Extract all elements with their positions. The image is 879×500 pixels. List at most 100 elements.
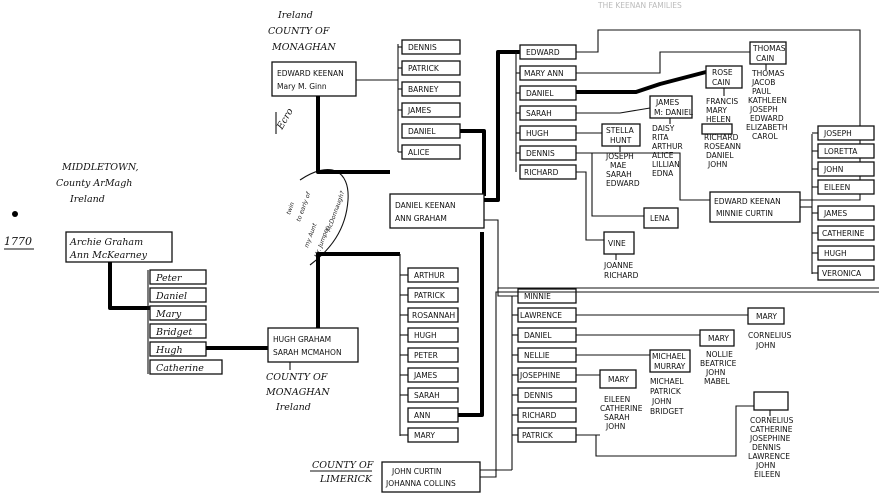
dk-children-top-list: EDWARD MARY ANN DANIEL SARAH HUGH DENNIS… bbox=[519, 44, 577, 180]
svg-text:Bridget: Bridget bbox=[155, 327, 192, 338]
svg-text:DAISY: DAISY bbox=[652, 124, 675, 133]
couple-archie-ann: Archie Graham Ann McKearney bbox=[65, 231, 173, 263]
svg-text:Ireland: Ireland bbox=[275, 402, 311, 413]
svg-text:PAUL: PAUL bbox=[752, 87, 772, 96]
svg-text:twin: twin bbox=[285, 201, 296, 216]
svg-text:JOSEPH: JOSEPH bbox=[823, 129, 852, 138]
svg-text:MARY: MARY bbox=[414, 431, 435, 440]
svg-text:LORETTA: LORETTA bbox=[824, 147, 858, 156]
svg-text:JOHN: JOHN bbox=[651, 397, 671, 406]
svg-text:HUGH: HUGH bbox=[414, 331, 437, 340]
svg-text:CORNELIUS: CORNELIUS bbox=[748, 331, 792, 340]
svg-text:MINNIE CURTIN: MINNIE CURTIN bbox=[716, 209, 773, 218]
couple-james-mcdaniel: JAMES M: DANIEL bbox=[649, 95, 694, 119]
svg-text:JAMES: JAMES bbox=[413, 371, 437, 380]
svg-text:EDWARD: EDWARD bbox=[526, 48, 560, 57]
svg-text:Catherine: Catherine bbox=[156, 363, 204, 374]
archie-children-list: Peter Daniel Mary Bridget Hugh Catherine bbox=[149, 269, 223, 375]
dk-children-top-line bbox=[484, 50, 520, 202]
svg-text:DANIEL KEENAN: DANIEL KEENAN bbox=[395, 201, 456, 210]
svg-text:SARAH: SARAH bbox=[414, 391, 440, 400]
svg-text:MICHAEL: MICHAEL bbox=[650, 377, 684, 386]
svg-text:CATHERINE: CATHERINE bbox=[822, 229, 865, 238]
michael-murray-children: MICHAEL PATRICK JOHN BRIDGET bbox=[650, 377, 684, 416]
svg-text:COUNTY OF: COUNTY OF bbox=[312, 460, 374, 471]
svg-text:EDWARD KEENAN: EDWARD KEENAN bbox=[277, 69, 344, 78]
svg-text:JOSEPH: JOSEPH bbox=[749, 105, 778, 114]
svg-text:CORNELIUS: CORNELIUS bbox=[750, 416, 794, 425]
couple-thomas-cain: THOMAS CAIN bbox=[749, 41, 787, 65]
svg-text:ROSEANN: ROSEANN bbox=[704, 142, 741, 151]
hugh-children-list: ARTHUR PATRICK ROSANNAH HUGH PETER JAMES… bbox=[407, 267, 459, 443]
svg-text:EILEEN: EILEEN bbox=[754, 470, 780, 479]
svg-text:NOLLIE: NOLLIE bbox=[706, 350, 733, 359]
svg-text:ALICE: ALICE bbox=[652, 151, 674, 160]
svg-text:HUNT: HUNT bbox=[610, 136, 632, 145]
james-children: DAISY RITA ARTHUR ALICE LILLIAN EDNA bbox=[652, 124, 683, 178]
hugh-children-line bbox=[316, 252, 400, 328]
svg-text:LENA: LENA bbox=[650, 214, 671, 223]
svg-text:PATRICK: PATRICK bbox=[522, 431, 554, 440]
svg-text:Mary M. Ginn: Mary M. Ginn bbox=[277, 82, 327, 91]
mary-b-children: NOLLIE BEATRICE JOHN MABEL bbox=[700, 350, 737, 386]
box-stella-hunt: STELLA HUNT bbox=[601, 123, 641, 147]
svg-text:JOHANNA COLLINS: JOHANNA COLLINS bbox=[385, 479, 456, 488]
svg-text:HUGH: HUGH bbox=[526, 129, 549, 138]
svg-text:ANN GRAHAM: ANN GRAHAM bbox=[395, 214, 447, 223]
svg-text:JAMES: JAMES bbox=[407, 106, 431, 115]
couple-hugh-sarah: HUGH GRAHAM SARAH MCMAHON bbox=[267, 327, 359, 363]
ann-to-marriage bbox=[458, 232, 484, 417]
svg-text:SARAH: SARAH bbox=[604, 413, 630, 422]
svg-text:DENNIS: DENNIS bbox=[524, 391, 553, 400]
svg-text:MONAGHAN: MONAGHAN bbox=[271, 42, 336, 53]
svg-text:LAWRENCE: LAWRENCE bbox=[520, 311, 562, 320]
stella-children: JOSEPH MAE SARAH EDWARD bbox=[605, 152, 640, 188]
couple-daniel-keenan-ann-graham: DANIEL KEENAN ANN GRAHAM bbox=[389, 193, 485, 229]
svg-text:JOHN: JOHN bbox=[823, 165, 843, 174]
svg-text:ANN: ANN bbox=[414, 411, 430, 420]
box-lena: LENA bbox=[643, 207, 679, 229]
svg-text:MARY: MARY bbox=[756, 312, 777, 321]
svg-text:KATHLEEN: KATHLEEN bbox=[748, 96, 787, 105]
svg-text:LIMERICK: LIMERICK bbox=[319, 474, 373, 485]
svg-text:THOMAS: THOMAS bbox=[751, 69, 785, 78]
mary-c-children: EILEEN CATHERINE SARAH JOHN bbox=[600, 395, 643, 431]
svg-text:CAROL: CAROL bbox=[752, 132, 778, 141]
edward-minnie-children-list: JOSEPH LORETTA JOHN EILEEN JAMES CATHERI… bbox=[817, 125, 875, 281]
svg-text:DENNIS: DENNIS bbox=[526, 149, 555, 158]
svg-text:Peter: Peter bbox=[155, 273, 183, 284]
svg-text:CAIN: CAIN bbox=[712, 78, 730, 87]
couple-rose-cain: ROSE CAIN bbox=[705, 65, 743, 89]
margin-note: twin to early of my Aunt Mr. Jumper McDo… bbox=[285, 189, 346, 258]
svg-text:RICHARD: RICHARD bbox=[704, 133, 739, 142]
place-ireland-monaghan: Ireland COUNTY OF MONAGHAN bbox=[268, 10, 336, 53]
svg-text:DENNIS: DENNIS bbox=[752, 443, 781, 452]
svg-text:RICHARD: RICHARD bbox=[604, 271, 639, 280]
svg-text:JOSEPHINE: JOSEPHINE bbox=[749, 434, 791, 443]
svg-text:BARNEY: BARNEY bbox=[408, 85, 439, 94]
svg-text:PETER: PETER bbox=[414, 351, 438, 360]
svg-text:COUNTY OF: COUNTY OF bbox=[268, 26, 330, 37]
svg-text:McDonnaugh?: McDonnaugh? bbox=[325, 189, 346, 232]
svg-text:PATRICK: PATRICK bbox=[650, 387, 682, 396]
svg-text:THOMAS: THOMAS bbox=[752, 44, 786, 53]
thomas-cain-children: THOMAS JACOB PAUL KATHLEEN JOSEPH EDWARD… bbox=[746, 69, 788, 141]
svg-text:DANIEL: DANIEL bbox=[408, 127, 436, 136]
margin-ecro: Ecro bbox=[275, 106, 296, 132]
svg-text:ALICE: ALICE bbox=[408, 148, 430, 157]
svg-text:DENNIS: DENNIS bbox=[408, 43, 437, 52]
svg-text:to early of: to early of bbox=[295, 191, 312, 223]
svg-text:MARY ANN: MARY ANN bbox=[524, 69, 564, 78]
svg-text:SARAH: SARAH bbox=[526, 109, 552, 118]
svg-text:COUNTY OF: COUNTY OF bbox=[266, 372, 328, 383]
svg-text:Hugh: Hugh bbox=[155, 345, 183, 356]
svg-text:MARY: MARY bbox=[608, 375, 629, 384]
svg-text:JOHN: JOHN bbox=[605, 422, 625, 431]
svg-text:SARAH MCMAHON: SARAH MCMAHON bbox=[273, 348, 342, 357]
svg-text:Ireland: Ireland bbox=[69, 194, 105, 205]
svg-text:CAIN: CAIN bbox=[756, 54, 774, 63]
svg-text:JOSEPH: JOSEPH bbox=[605, 152, 634, 161]
couple-edward-minnie: EDWARD KEENAN MINNIE CURTIN bbox=[709, 191, 801, 223]
svg-text:BRIDGET: BRIDGET bbox=[650, 407, 684, 416]
